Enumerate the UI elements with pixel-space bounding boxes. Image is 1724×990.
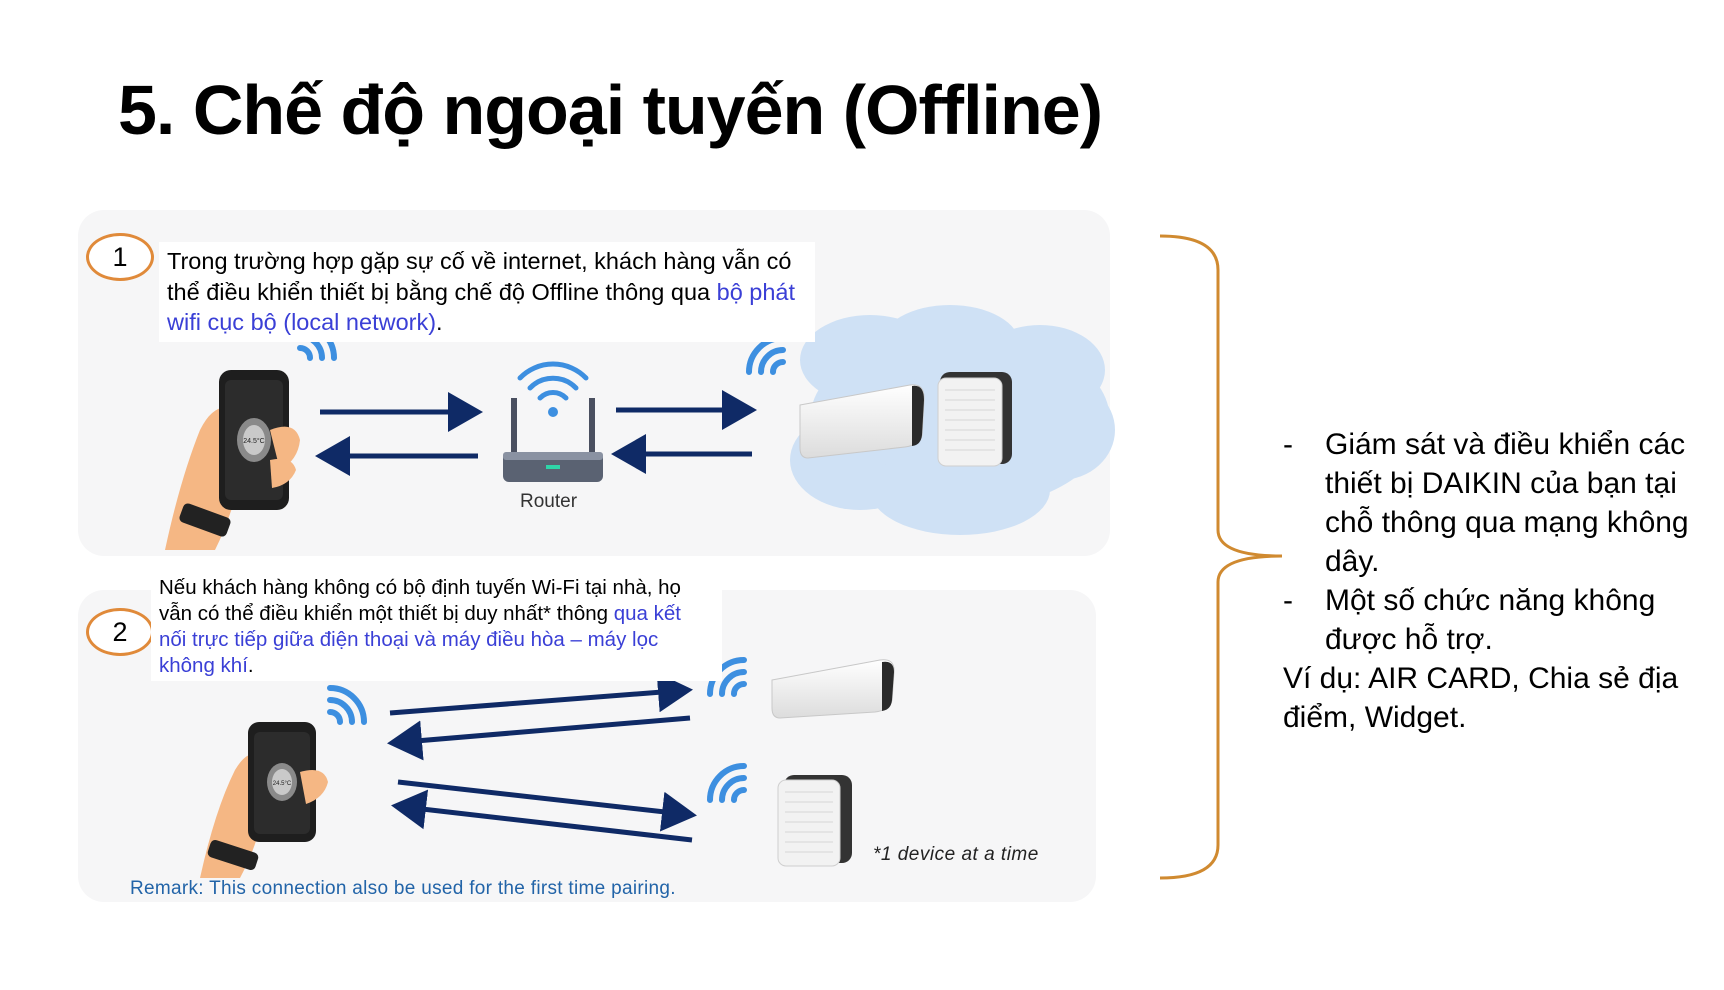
feature-bullet: - Một số chức năng không được hỗ trợ. <box>1283 581 1723 659</box>
section2-text: Nếu khách hàng không có bộ định tuyến Wi… <box>159 576 681 625</box>
phone-in-hand-2: 24.5°C <box>200 722 328 878</box>
feature-bullet-text: Một số chức năng không được hỗ trợ. <box>1325 584 1656 656</box>
wifi-icon-devices1 <box>746 335 786 375</box>
arrow-phone-to-purifier <box>397 779 697 832</box>
device-limit-note: *1 device at a time <box>873 844 1039 865</box>
section1-text: Trong trường hợp gặp sự cố về internet, … <box>167 248 792 305</box>
feature-notes: - Giám sát và điều khiển các thiết bị DA… <box>1283 425 1723 737</box>
arrow-phone-to-ac <box>389 672 693 716</box>
feature-bullet-text: Giám sát và điều khiển các thiết bị DAIK… <box>1325 428 1689 578</box>
section1-description: Trong trường hợp gặp sự cố về internet, … <box>159 242 815 342</box>
arrow-ac-to-phone <box>387 715 691 761</box>
router-icon <box>503 361 603 482</box>
step-badge-2: 2 <box>86 608 154 656</box>
example-text: Ví dụ: AIR CARD, Chia sẻ địa điểm, Widge… <box>1283 662 1679 734</box>
arrow-purifier-to-phone <box>391 789 693 843</box>
section1-link-text: bộ phát wifi cục bộ (local network) <box>167 278 796 336</box>
remark-text: Remark: This connection also be used for… <box>130 878 676 899</box>
air-conditioner-unit-2 <box>771 659 895 719</box>
wifi-icon-phone2 <box>327 685 367 725</box>
right-bracket <box>1159 234 1283 880</box>
air-purifier-unit-1 <box>937 372 1012 467</box>
section2-link-text: qua kết nối trực tiếp giữa điện thoại và… <box>159 602 681 677</box>
wifi-icon-purifier2 <box>707 763 747 803</box>
section2-description: Nếu khách hàng không có bộ định tuyến Wi… <box>151 573 722 681</box>
page-title: 5. Chế độ ngoại tuyến (Offline) <box>118 71 1103 149</box>
feature-bullet: - Giám sát và điều khiển các thiết bị DA… <box>1283 425 1723 581</box>
air-conditioner-unit-1 <box>799 384 925 459</box>
step-badge-1: 1 <box>86 233 154 281</box>
phone2-temp: 24.5°C <box>273 781 292 787</box>
phone1-temp: 24.5°C <box>243 437 264 445</box>
router-label: Router <box>520 491 578 512</box>
phone-in-hand-1: 24.5°C <box>165 370 300 550</box>
section2-text-end: . <box>247 654 254 677</box>
section1-text-end: . <box>436 309 443 335</box>
air-purifier-unit-2 <box>777 775 852 867</box>
